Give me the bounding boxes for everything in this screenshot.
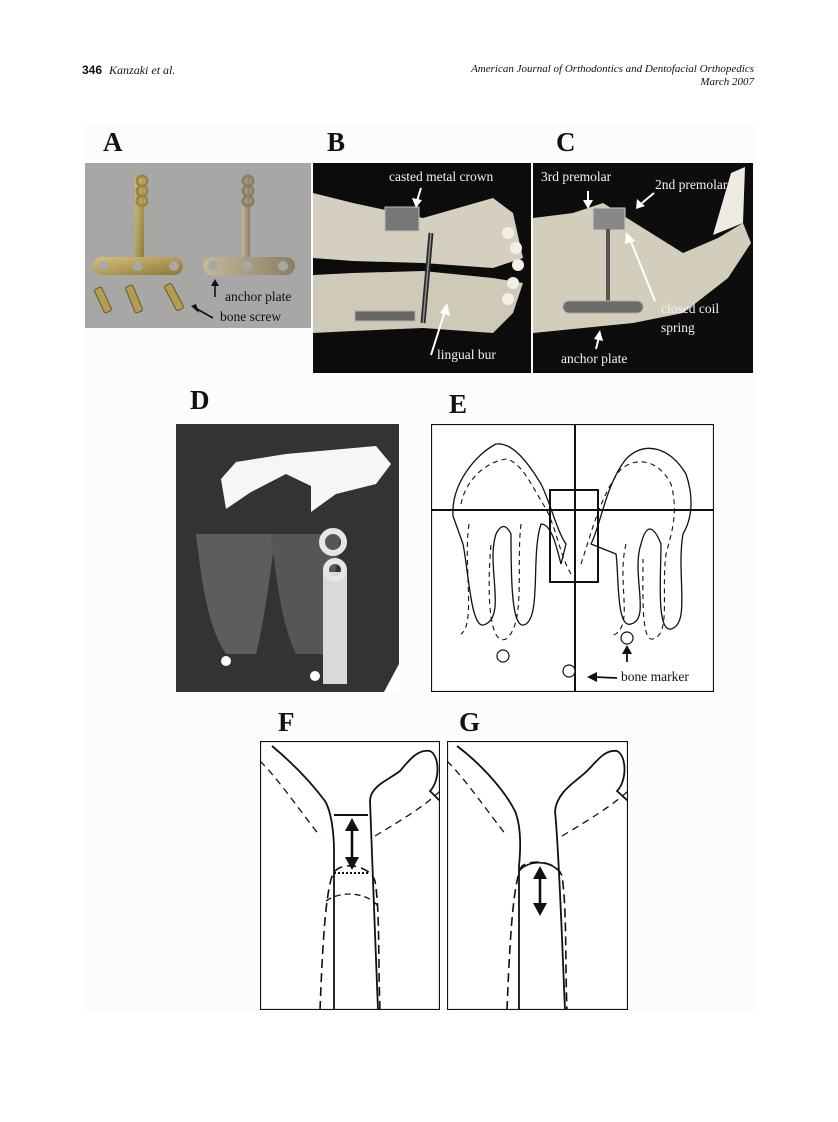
- label-casted-metal-crown: casted metal crown: [389, 169, 494, 184]
- mandible-lateral-illustration: [533, 167, 751, 350]
- panel-label-e: E: [449, 389, 468, 419]
- panel-e-tracing: bone marker: [431, 424, 714, 692]
- label-anchor-plate-a: anchor plate: [225, 289, 292, 304]
- running-header-right: American Journal of Orthodontics and Den…: [471, 63, 754, 89]
- label-third-premolar: 3rd premolar: [541, 169, 612, 184]
- page-number: 346: [82, 63, 103, 77]
- panel-label-g: G: [459, 707, 481, 737]
- label-anchor-plate-c: anchor plate: [561, 351, 628, 366]
- label-second-premolar: 2nd premolar: [655, 177, 728, 192]
- label-bone-screw: bone screw: [220, 309, 282, 324]
- panel-label-f: F: [278, 707, 295, 737]
- panel-label-d: D: [190, 385, 210, 415]
- journal-name: American Journal of Orthodontics and Den…: [471, 63, 754, 75]
- label-closed-coil: closed coil: [661, 301, 720, 316]
- panel-c-photo: 3rd premolar 2nd premolar closed coil sp…: [533, 163, 753, 373]
- panel-label-a: A: [103, 127, 123, 157]
- radiograph-illustration: [176, 424, 399, 692]
- panel-label-c: C: [556, 127, 576, 157]
- magnified-tracing-g: [447, 741, 628, 1010]
- panel-b-photo: casted metal crown lingual bur: [313, 163, 531, 373]
- label-lingual-bur: lingual bur: [437, 347, 496, 362]
- panel-label-b: B: [327, 127, 346, 157]
- panel-a-photo: anchor plate bone screw: [85, 163, 311, 328]
- magnified-tracing-f: [260, 741, 440, 1010]
- label-spring: spring: [661, 320, 695, 335]
- anchor-plate-illustration: [93, 174, 295, 319]
- panel-g-tracing: [447, 741, 628, 1010]
- issue-date: March 2007: [700, 76, 754, 88]
- label-bone-marker: bone marker: [621, 669, 689, 684]
- panel-d-radiograph: [176, 424, 399, 692]
- panel-f-tracing: [260, 741, 440, 1010]
- running-header-left: 346 Kanzaki et al.: [82, 63, 175, 78]
- tooth-tracing-illustration: [431, 424, 714, 692]
- mandible-occlusal-illustration: [313, 187, 524, 356]
- authors: Kanzaki et al.: [109, 63, 176, 77]
